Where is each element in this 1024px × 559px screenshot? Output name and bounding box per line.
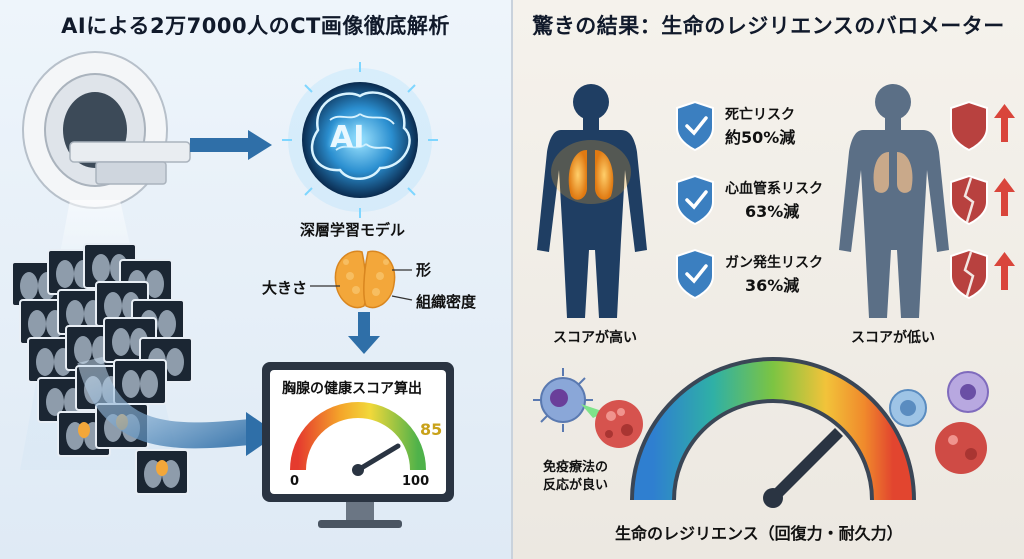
check-shield-icon <box>676 248 714 300</box>
broken-shield-icon <box>950 248 988 300</box>
risk-cardio-value: 63%減 <box>745 202 800 221</box>
cancer-cell-icon <box>595 400 643 448</box>
healthy-body-figure <box>537 84 647 318</box>
ai-badge: AI <box>330 120 365 155</box>
monitor-score: 85 <box>420 420 443 439</box>
resilience-gauge <box>630 357 916 508</box>
up-arrow-icon <box>994 178 1015 216</box>
up-arrow-icon <box>994 252 1015 290</box>
panel-divider <box>511 0 513 559</box>
thymus-icon <box>334 250 396 309</box>
left-panel: AIによる2万7000人のCT画像徹底解析 <box>0 0 511 559</box>
gauge-caption: 生命のレジリエンス（回復力・耐久力） <box>615 524 903 543</box>
arrow-to-ai <box>190 130 272 160</box>
immune-cells-right <box>889 371 989 474</box>
up-arrow-icon <box>994 104 1015 142</box>
dim-lungs-icon <box>873 152 913 193</box>
right-title: 驚きの結果：生命のレジリエンスのバロメーター <box>532 14 1005 38</box>
right-panel: 驚きの結果：生命のレジリエンスのバロメーター <box>513 0 1024 559</box>
left-title: AIによる2万7000人のCT画像徹底解析 <box>61 14 450 38</box>
low-score-label: スコアが低い <box>851 330 935 346</box>
risk-cancer-value: 36%減 <box>745 276 800 295</box>
ct-scanner <box>22 51 191 209</box>
monitor-max: 100 <box>402 474 430 489</box>
check-shield-icon <box>676 100 714 152</box>
feature-shape-label: 形 <box>416 261 432 279</box>
red-shield-icon <box>950 100 988 152</box>
feature-density-label: 組織密度 <box>416 293 477 311</box>
immuno-label-2: 反応が良い <box>543 478 609 493</box>
high-score-label: スコアが高い <box>553 330 637 346</box>
check-shield-icon <box>676 174 714 226</box>
model-label: 深層学習モデル <box>300 221 406 239</box>
feature-size-label: 大きさ <box>262 279 308 297</box>
monitor-title: 胸腺の健康スコア算出 <box>282 381 422 397</box>
monitor <box>262 362 454 528</box>
risk-cardio-name: 心血管系リスク <box>725 181 823 197</box>
arrow-to-monitor <box>348 312 380 354</box>
risk-death-name: 死亡リスク <box>725 107 795 123</box>
immune-cell-icon <box>533 368 593 432</box>
risk-death-value: 約50%減 <box>725 128 796 147</box>
right-illustration <box>533 84 1015 508</box>
risk-cancer-name: ガン発生リスク <box>725 255 823 271</box>
broken-shield-icon <box>950 174 988 226</box>
unhealthy-body-figure <box>839 84 949 318</box>
ct-image-thumbnail <box>135 449 189 495</box>
ai-brain-icon <box>282 62 438 218</box>
glowing-lungs-icon <box>551 140 631 204</box>
immuno-label-1: 免疫療法の <box>543 460 609 475</box>
ct-image-thumbnail <box>103 317 157 363</box>
monitor-min: 0 <box>290 474 300 489</box>
left-illustration <box>11 51 454 528</box>
